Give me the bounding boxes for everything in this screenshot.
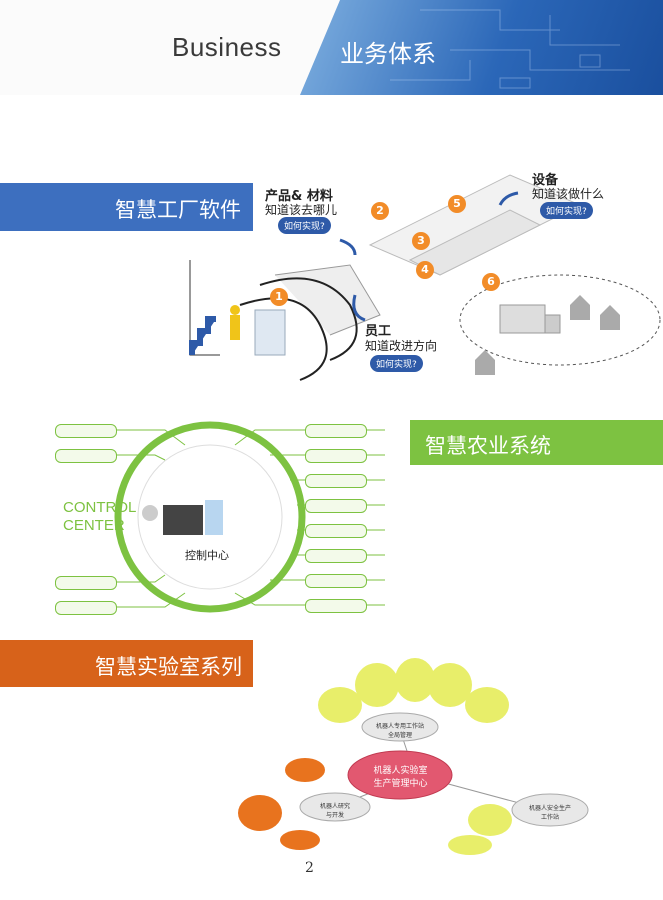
product-how-pill: 如何实现? (278, 217, 331, 234)
agri-left-box-2 (55, 449, 117, 463)
staff-title: 员工 (365, 324, 392, 339)
agri-right-box-7 (305, 574, 367, 588)
lab-top-hub: 机器人专用工作站 全局管理 (375, 723, 424, 739)
product-subtitle: 知道该去哪儿 (265, 203, 338, 217)
agri-right-box-6 (305, 549, 367, 563)
agri-right-box-1 (305, 424, 367, 438)
step-2: 2 (371, 202, 389, 220)
step-6: 6 (482, 273, 500, 291)
factory-banner-label: 智慧工厂软件 (115, 198, 241, 222)
equipment-title: 设备 (532, 173, 559, 188)
equipment-subtitle: 知道该做什么 (532, 187, 605, 201)
header-title-en: Business (172, 32, 282, 62)
page-number: 2 (305, 860, 314, 876)
factory-diagram: 1 2 3 4 5 6 产品& 材料 知道该去哪儿 如何实现? 设备 知道该做什… (180, 165, 663, 390)
header-title-cn: 业务体系 (340, 40, 436, 68)
factory-banner: 智慧工厂软件 (0, 183, 253, 231)
lab-right-hub: 机器人安全生产 工作站 (528, 805, 571, 821)
step-3: 3 (412, 232, 430, 250)
equipment-how-pill: 如何实现? (540, 202, 593, 219)
agri-banner: 智慧农业系统 (410, 420, 663, 465)
agri-left-box-1 (55, 424, 117, 438)
step-1: 1 (270, 288, 288, 306)
agri-right-box-5 (305, 524, 367, 538)
control-center-cn: 控制中心 (185, 549, 229, 562)
agri-banner-label: 智慧农业系统 (425, 434, 551, 458)
step-5: 5 (448, 195, 466, 213)
agri-right-box-4 (305, 499, 367, 513)
header-blue-panel (300, 0, 663, 95)
agri-right-box-3 (305, 474, 367, 488)
lab-banner: 智慧实验室系列 (0, 640, 253, 687)
lab-banner-label: 智慧实验室系列 (95, 655, 242, 679)
product-title: 产品& 材料 (265, 189, 333, 204)
lab-mindmap: 机器人实验室 生产管理中心 机器人研究 与开发 机器人专用工作站 全局管理 机器… (225, 635, 655, 855)
lab-left-hub: 机器人研究 与开发 (319, 803, 350, 819)
control-center-en-1: CONTROL (63, 499, 137, 516)
agri-right-box-8 (305, 599, 367, 613)
agri-right-box-2 (305, 449, 367, 463)
agri-left-box-3 (55, 576, 117, 590)
agri-diagram: CONTROL CENTER 控制中心 (55, 415, 415, 620)
lab-center-hub: 机器人实验室 生产管理中心 (373, 766, 428, 789)
control-center-en-2: CENTER (63, 517, 125, 534)
staff-subtitle: 知道改进方向 (365, 339, 438, 353)
agri-left-box-4 (55, 601, 117, 615)
step-4: 4 (416, 261, 434, 279)
staff-how-pill: 如何实现? (370, 355, 423, 372)
